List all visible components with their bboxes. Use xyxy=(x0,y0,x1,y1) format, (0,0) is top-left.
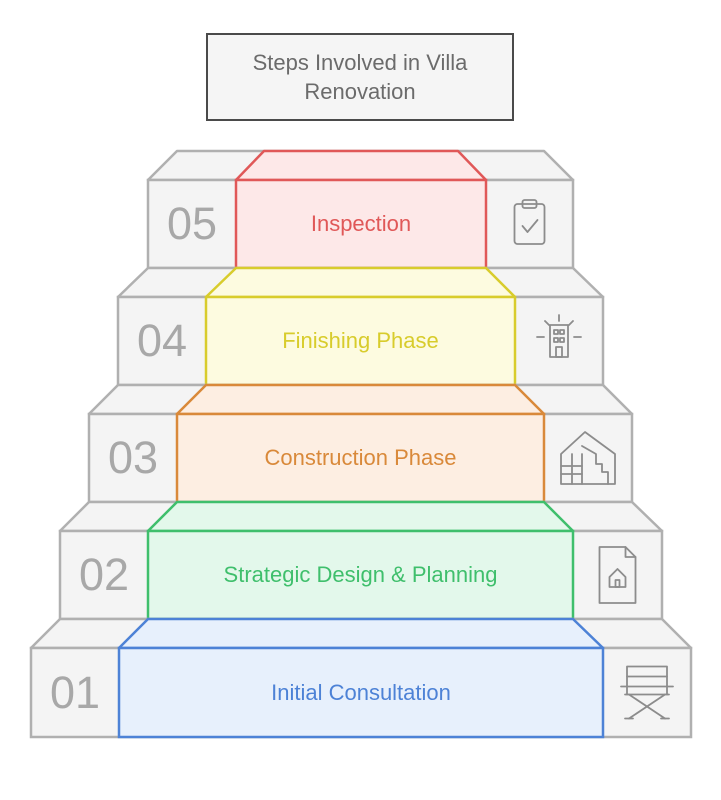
door xyxy=(555,346,563,358)
ray xyxy=(568,320,574,326)
house-document-icon xyxy=(598,546,637,604)
title-box: Steps Involved in Villa Renovation xyxy=(206,33,514,121)
stair-step-02 xyxy=(58,500,664,621)
step-number-03: 03 xyxy=(107,432,159,483)
step-label-01: Initial Consultation xyxy=(271,679,451,705)
stair-step-01 xyxy=(29,617,693,739)
house-outline xyxy=(560,431,616,485)
building-icon xyxy=(536,314,582,358)
step-label-02: Strategic Design & Planning xyxy=(223,562,498,587)
stair-step-03 xyxy=(87,383,634,504)
stair-step-04 xyxy=(116,266,605,387)
step-label-03: Construction Phase xyxy=(264,445,457,470)
door xyxy=(614,579,621,588)
document xyxy=(598,546,637,604)
step-number-01: 01 xyxy=(49,666,101,718)
colored-tread xyxy=(146,500,575,533)
colored-riser xyxy=(117,646,605,739)
colored-riser xyxy=(175,412,546,504)
directors-chair-icon xyxy=(620,665,674,720)
colored-tread xyxy=(117,617,605,650)
colored-riser xyxy=(146,529,575,621)
leg xyxy=(628,693,666,720)
ray xyxy=(544,320,550,326)
step-number-05: 05 xyxy=(166,198,218,249)
window xyxy=(553,337,559,343)
colored-tread xyxy=(234,149,488,182)
window xyxy=(553,329,559,335)
clipboard-check-icon xyxy=(513,199,546,245)
colored-tread xyxy=(175,383,546,416)
step-number-04: 04 xyxy=(136,315,188,366)
diagram-title: Steps Involved in Villa Renovation xyxy=(252,50,468,104)
step-label-05: Inspection xyxy=(310,211,412,236)
colored-tread xyxy=(204,266,517,299)
chair-back xyxy=(626,665,668,678)
window xyxy=(559,329,565,335)
stairs xyxy=(581,445,609,485)
colored-riser xyxy=(204,295,517,387)
check-mark xyxy=(521,219,539,233)
step-label-04: Finishing Phase xyxy=(282,328,439,353)
clipboard-body xyxy=(513,203,546,245)
clipboard-clip xyxy=(521,199,538,209)
step-number-02: 02 xyxy=(78,549,130,600)
house xyxy=(608,568,627,588)
window xyxy=(559,337,565,343)
page-fold xyxy=(624,546,637,558)
house-floorplan-icon xyxy=(560,431,616,485)
